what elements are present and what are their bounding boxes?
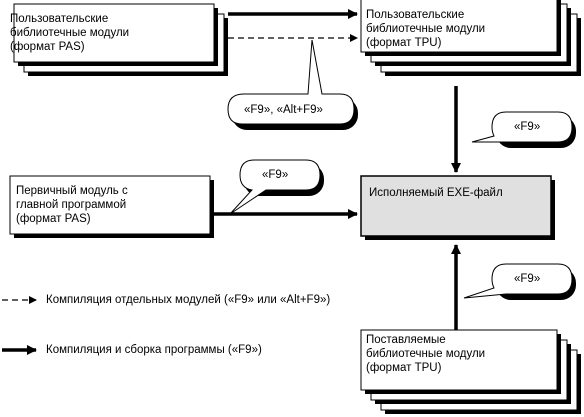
- label-primary-pas: Первичный модуль с главной программой (ф…: [16, 185, 128, 225]
- box-supplied-tpu-stack: [360, 329, 581, 414]
- callout-f9-altf9: [227, 39, 358, 130]
- callout-f9-right-bottom: [463, 263, 576, 300]
- label-supplied-tpu: Поставляемые библиотечные модули (формат…: [366, 334, 486, 374]
- legend-dashed-label: Компиляция отдельных модулей («F9» или «…: [46, 294, 331, 306]
- label-exe: Исполняемый EXE-файл: [369, 187, 503, 199]
- box-primary-pas: [9, 175, 214, 238]
- callout-label-f9-altf9: «F9», «Alt+F9»: [244, 104, 323, 116]
- legend-solid-label: Компиляция и сборка программы («F9»): [46, 344, 262, 356]
- callout-label-f9-left: «F9»: [262, 169, 289, 181]
- box-user-pas-stack: [13, 3, 228, 76]
- label-user-tpu: Пользовательские библиотечные модули (фо…: [366, 9, 486, 49]
- callout-label-f9-right-top: «F9»: [514, 121, 541, 133]
- callout-f9-left: [229, 159, 324, 215]
- callout-label-f9-right-bottom: «F9»: [514, 273, 541, 285]
- callout-f9-right-top: [471, 111, 576, 148]
- box-user-tpu-stack: [360, 0, 581, 76]
- label-user-pas: Пользовательские библиотечные модули (фо…: [10, 13, 130, 53]
- box-exe: [360, 175, 555, 240]
